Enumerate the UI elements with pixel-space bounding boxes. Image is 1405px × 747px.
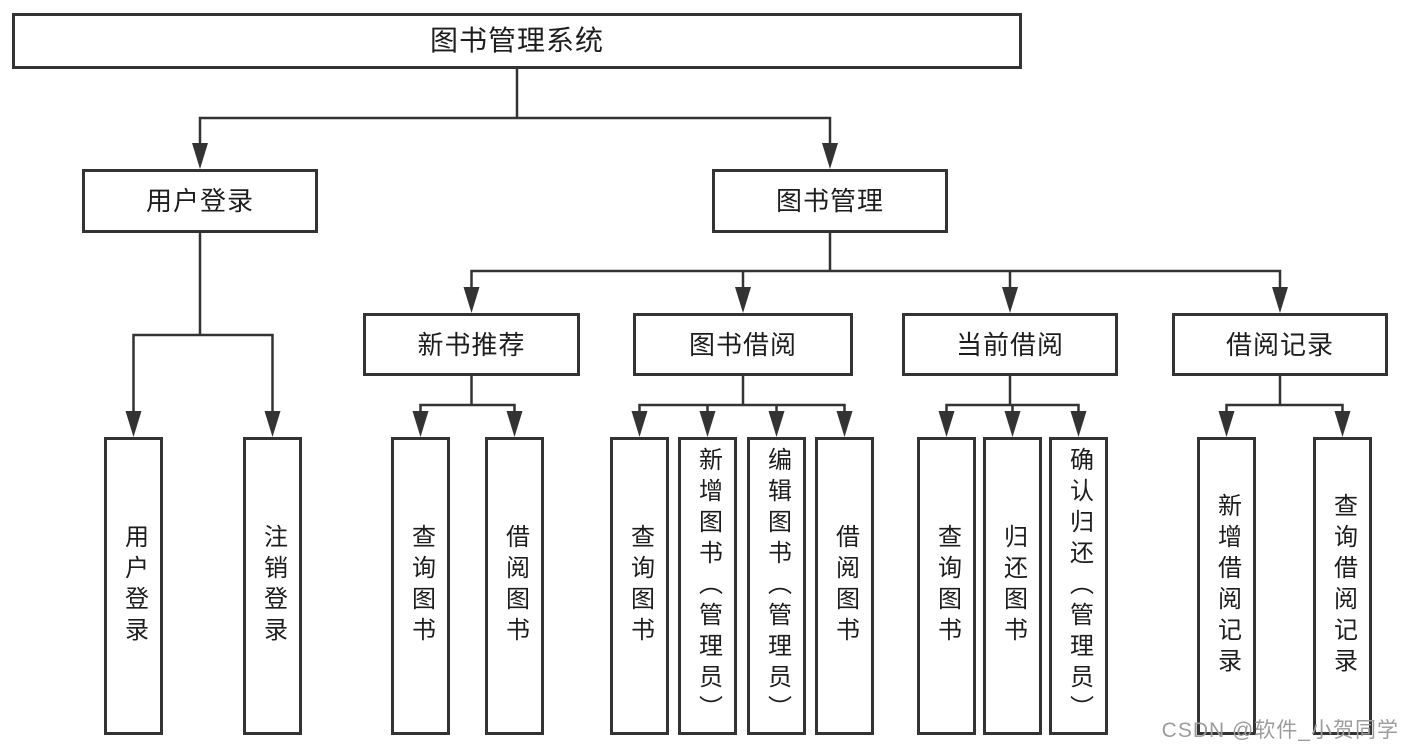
arrowhead — [506, 411, 523, 437]
node-new-book-recommend-label: 新书推荐 — [417, 329, 526, 360]
leaf-user-login: 用户登录 — [104, 437, 163, 735]
connector-current-borrow-children — [945, 374, 1080, 418]
leaf-edit-book-admin: 编辑图书（管理员） — [747, 437, 806, 735]
leaf-logout-label: 注销登录 — [259, 524, 287, 648]
leaf-query-book-borrow: 查询图书 — [610, 437, 669, 735]
connector-book-management-children — [470, 231, 1282, 294]
node-user-login: 用户登录 — [82, 169, 318, 233]
leaf-query-borrow-record: 查询借阅记录 — [1313, 437, 1372, 735]
leaf-user-login-label: 用户登录 — [120, 524, 148, 648]
arrowhead — [938, 411, 955, 437]
arrowhead — [1070, 411, 1087, 437]
arrowhead — [822, 143, 838, 169]
arrowhead — [836, 411, 853, 437]
connector-book-borrow-children — [638, 374, 846, 418]
arrowhead — [125, 411, 142, 437]
node-borrow-records: 借阅记录 — [1172, 313, 1388, 376]
leaf-query-book-borrow-label: 查询图书 — [626, 524, 654, 648]
leaf-borrow-book-recommend-label: 借阅图书 — [501, 524, 529, 648]
node-new-book-recommend: 新书推荐 — [363, 313, 580, 376]
arrowhead — [1002, 287, 1018, 313]
leaf-return-book-label: 归还图书 — [999, 524, 1027, 648]
leaf-borrow-book-label: 借阅图书 — [831, 524, 859, 648]
leaf-add-book-admin: 新增图书（管理员） — [678, 437, 737, 735]
leaf-confirm-return-admin-label: 确认归还（管理员） — [1065, 446, 1093, 726]
leaf-borrow-book: 借阅图书 — [815, 437, 874, 735]
arrowheads — [125, 143, 1351, 437]
arrowhead — [463, 287, 480, 313]
leaf-logout: 注销登录 — [243, 437, 302, 735]
arrowhead — [735, 287, 751, 313]
connector-user-login-children — [132, 231, 274, 418]
leaf-query-book-current: 查询图书 — [917, 437, 976, 735]
connector-borrow-records-children — [1225, 374, 1344, 418]
leaf-add-borrow-record: 新增借阅记录 — [1197, 437, 1256, 735]
leaf-query-book-recommend-label: 查询图书 — [407, 524, 435, 648]
leaf-return-book: 归还图书 — [983, 437, 1042, 735]
connector-root-to-level2 — [198, 67, 832, 150]
arrowhead — [1218, 411, 1235, 437]
arrowhead — [1334, 411, 1351, 437]
leaf-add-borrow-record-label: 新增借阅记录 — [1213, 493, 1241, 679]
leaf-query-book-current-label: 查询图书 — [933, 524, 961, 648]
node-borrow-records-label: 借阅记录 — [1225, 329, 1334, 360]
node-book-management-label: 图书管理 — [775, 186, 884, 216]
arrowhead — [631, 411, 648, 437]
node-user-login-label: 用户登录 — [145, 186, 254, 216]
leaf-confirm-return-admin: 确认归还（管理员） — [1049, 437, 1108, 735]
arrowhead — [699, 411, 716, 437]
leaf-borrow-book-recommend: 借阅图书 — [485, 437, 544, 735]
arrowhead — [1272, 287, 1288, 313]
leaf-edit-book-admin-label: 编辑图书（管理员） — [763, 446, 791, 726]
leaf-add-book-admin-label: 新增图书（管理员） — [694, 446, 722, 726]
connector-new-book-children — [419, 374, 516, 418]
node-current-borrow: 当前借阅 — [902, 313, 1118, 376]
node-library-system-label: 图书管理系统 — [429, 25, 604, 56]
node-library-system: 图书管理系统 — [12, 13, 1022, 69]
arrowhead — [412, 411, 429, 437]
node-current-borrow-label: 当前借阅 — [955, 329, 1064, 360]
node-book-management: 图书管理 — [712, 169, 948, 233]
connector-strokes — [132, 67, 1344, 418]
arrowhead — [192, 143, 208, 169]
arrowhead — [1004, 411, 1021, 437]
node-book-borrow-label: 图书借阅 — [688, 329, 797, 360]
csdn-watermark: CSDN @软件_小贺同学 — [1161, 719, 1399, 742]
node-book-borrow: 图书借阅 — [633, 313, 853, 376]
leaf-query-book-recommend: 查询图书 — [391, 437, 450, 735]
leaf-query-borrow-record-label: 查询借阅记录 — [1329, 493, 1357, 679]
arrowhead — [768, 411, 785, 437]
arrowhead — [264, 411, 281, 437]
